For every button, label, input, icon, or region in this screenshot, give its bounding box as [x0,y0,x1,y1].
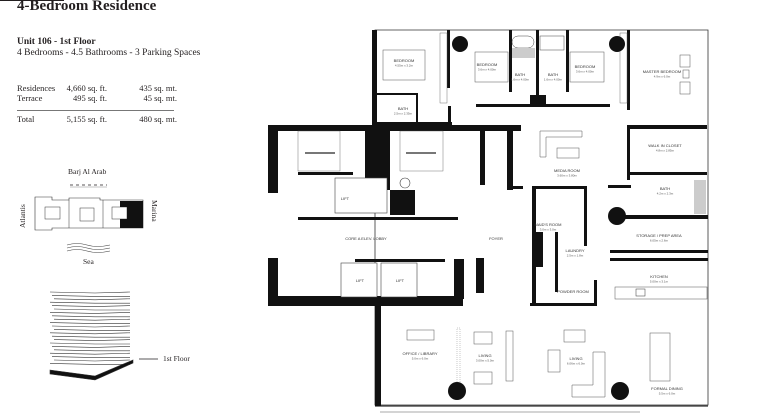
key-plan: Barj Al Arab Atlantis Marina Sea [18,167,159,266]
room-label: WALK IN CLOSET [648,143,682,148]
room-dimensions: 3.0m x 3.0m [540,228,557,232]
room-label: BEDROOM [477,62,498,67]
room-dimensions: 6.06m x 6.0m [567,362,586,366]
room-label: BATH [398,106,408,111]
room-label: LIFT [341,196,350,201]
total-divider [17,110,174,111]
room-dimensions: 3.6m x 4.00m [478,68,497,72]
structural-column [452,36,468,52]
floor-line [51,356,130,358]
floor-line [49,363,130,365]
area-sqm: 45 sq. mt. [143,93,177,103]
room-dimensions: 3.6m x 4.00m [576,70,595,74]
room-dimensions: 3.00m x 5.0m [476,359,495,363]
unit-summary: 4 Bedrooms - 4.5 Bathrooms - 3 Parking S… [17,48,201,58]
floor-line [49,352,131,355]
room-label: MAID'S ROOM [535,222,562,227]
room-label: LIFT [396,278,405,283]
room-dimensions: 4.55m x 3.2m [395,64,414,68]
room-dimensions: 4.2m x 2.3m [657,192,674,196]
area-sqm: 435 sq. mt. [139,83,177,93]
floor-plan [268,29,709,413]
key-south-label: Sea [83,257,95,266]
room-label: LIFT [356,278,365,283]
key-north-label: Barj Al Arab [68,167,107,176]
highlighted-floor [49,359,134,381]
key-west-label: Atlantis [18,204,27,228]
floor-line [53,349,130,352]
area-sqft: 495 sq. ft. [73,93,107,103]
room-label: OFFICE / LIBRARY [402,351,437,356]
area-label: Terrace [17,93,43,103]
room-label: FOYER [489,236,503,241]
structural-column [448,382,466,400]
floor-line [51,295,130,297]
room-label: LIVING [569,356,582,361]
room-dimensions: 2.5m x 2.35m [394,112,413,116]
room-dimensions: 4.8m x 2.85m [656,149,675,153]
floor-line [49,312,131,314]
floor-line [51,315,130,318]
room-label: POWDER ROOM [557,289,589,294]
floor-line [49,322,130,324]
room-dimensions: 1.6m x 4.00m [544,78,563,82]
room-dimensions: 4.9m x 6.0m [654,75,671,79]
key-east-label: Marina [150,200,159,222]
unit-heading: Unit 106 - 1st Floor [17,37,96,47]
floor-line [51,346,131,348]
floor-line [53,359,131,362]
room-label: LIVING [478,353,491,358]
floor-line [49,301,130,304]
room-dimensions: 1.6m x 4.00m [511,78,530,82]
room-label: BEDROOM [394,58,415,63]
room-label: BATH [548,72,558,77]
room-dimensions: 6.05m x 2.6m [650,239,669,243]
area-sqm: 480 sq. mt. [139,114,177,124]
floor-line [49,332,131,335]
room-label: BATH [660,186,670,191]
page-title: 4-Bedroom Residence [17,0,157,14]
room-dimensions: 2.5m x 1.8m [567,254,584,258]
floor-line [53,329,130,331]
room-dimensions: 5.00m x 3.1m [650,280,669,284]
floor-line [49,291,131,294]
area-sqft: 5,155 sq. ft. [66,114,107,124]
building-elevation [49,291,134,381]
room-label: KITCHEN [650,274,668,279]
structural-column [609,36,625,52]
room-dimensions: 5.5m x 6.0m [659,392,676,396]
room-label: MEDIA ROOM [554,168,580,173]
unit-highlight [120,201,143,228]
room-dimensions: 5.0m x 6.0m [412,357,429,361]
room-label: MASTER BEDROOM [643,69,681,74]
floor-line [53,318,131,321]
area-label: Total [17,114,35,124]
structural-column [611,382,629,400]
room-label: BATH [515,72,525,77]
structural-column [608,207,626,225]
room-label: LAUNDRY [565,248,584,253]
floor-line [53,298,131,301]
floor-line [53,339,131,341]
room-label: FORMAL DINING [651,386,683,391]
floor-line [51,325,131,328]
floor-line [51,335,130,338]
floor-line [49,342,130,345]
floor-line [53,308,130,311]
floor-line [51,305,131,307]
room-label: STORAGE / PREP AREA [636,233,682,238]
room-dimensions: 3.60m x 3.80m [557,174,577,178]
room-label: BEDROOM [575,64,596,69]
floor-indicator-label: 1st Floor [163,354,190,363]
area-sqft: 4,660 sq. ft. [66,83,107,93]
room-label: CORE A ELEV. LOBBY [345,236,387,241]
area-label: Residences [17,83,56,93]
top-rule [0,0,64,1]
